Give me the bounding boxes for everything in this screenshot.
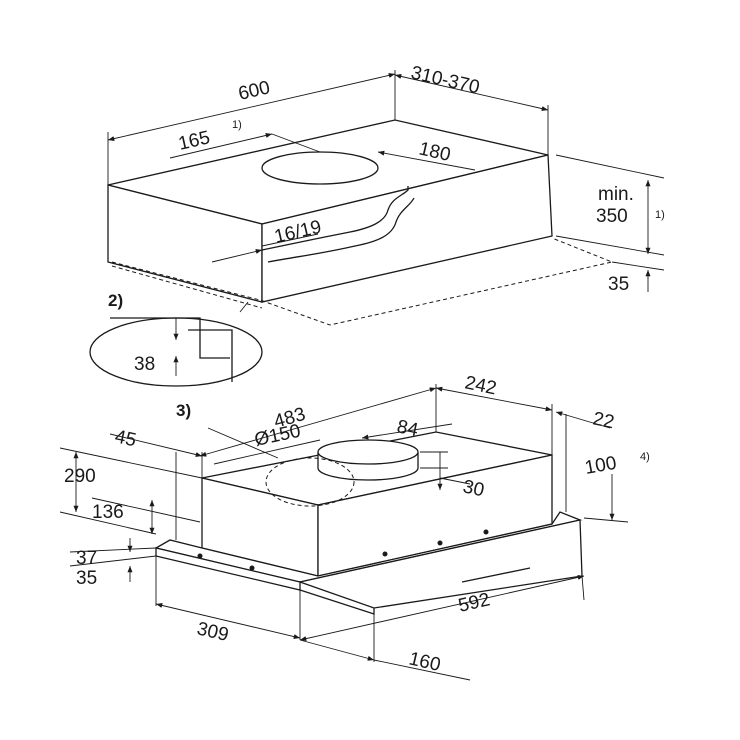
chimney-offset-note: 1) — [232, 119, 242, 131]
outlet-hidden — [265, 457, 355, 507]
depth-309-line — [155, 602, 301, 640]
total-height-label: 290 — [64, 466, 96, 487]
left-offset-label: 45 — [113, 426, 138, 451]
width-dimension-line — [107, 72, 396, 142]
width-label: 600 — [236, 77, 272, 105]
depth-range-label: 310-370 — [409, 62, 482, 98]
panel-cutout-line — [261, 186, 409, 251]
outlet-drop-label: 30 — [461, 476, 486, 501]
outlet-offset-label: 84 — [395, 416, 420, 441]
visor-height-note: 4) — [640, 451, 650, 463]
dim-37-label: 37 — [76, 548, 97, 569]
depth-dimension-line — [394, 73, 549, 112]
detail-value: 38 — [134, 354, 155, 375]
body-depth-label: 242 — [463, 372, 498, 399]
panel-cutout-line-inner — [267, 197, 415, 263]
body-depth-line — [435, 386, 553, 412]
hood-hidden-outline-2 — [111, 265, 263, 309]
front-offset-label: 22 — [591, 408, 616, 433]
detail-cabinet-edge — [110, 317, 230, 359]
detail-callout: 2) — [108, 291, 123, 310]
detail-2: 2) 38 — [89, 291, 263, 387]
outlet-diameter-label: Ø150 — [253, 421, 303, 451]
hood-dimension-view: 3) 483 242 22 45 Ø150 84 30 — [59, 372, 650, 681]
bottom-callout: 3) — [176, 401, 191, 420]
detail-hood-edge — [188, 329, 233, 382]
chimney-offset-line — [169, 132, 273, 159]
outlet-offset-line — [361, 423, 453, 440]
min-height-label: 350 — [596, 206, 628, 227]
chimney-offset-label: 165 — [176, 127, 212, 155]
hood-hidden-outline — [111, 237, 614, 326]
cabinet-side-face — [261, 154, 553, 303]
depth-309-label: 309 — [195, 618, 231, 646]
outlet-top — [317, 439, 419, 465]
left-offset-line — [109, 433, 203, 457]
outlet-height-label: 136 — [92, 502, 124, 523]
chimney-diameter-line — [377, 150, 476, 171]
panel-thickness-line — [211, 249, 263, 263]
panel-width-line — [299, 574, 585, 642]
min-height-note: 1) — [655, 209, 665, 221]
min-label: min. — [598, 184, 634, 205]
visor-depth-label: 160 — [407, 648, 443, 676]
top-cabinet-view: 600 310-370 165 1) 180 16/19 min. 350 1)… — [107, 62, 665, 326]
front-offset-line — [555, 411, 611, 429]
visor-height-label: 100 — [583, 453, 618, 479]
lower-gap-label: 35 — [608, 274, 629, 295]
body-width-line — [199, 387, 437, 457]
dim-35-label: 35 — [76, 568, 97, 589]
